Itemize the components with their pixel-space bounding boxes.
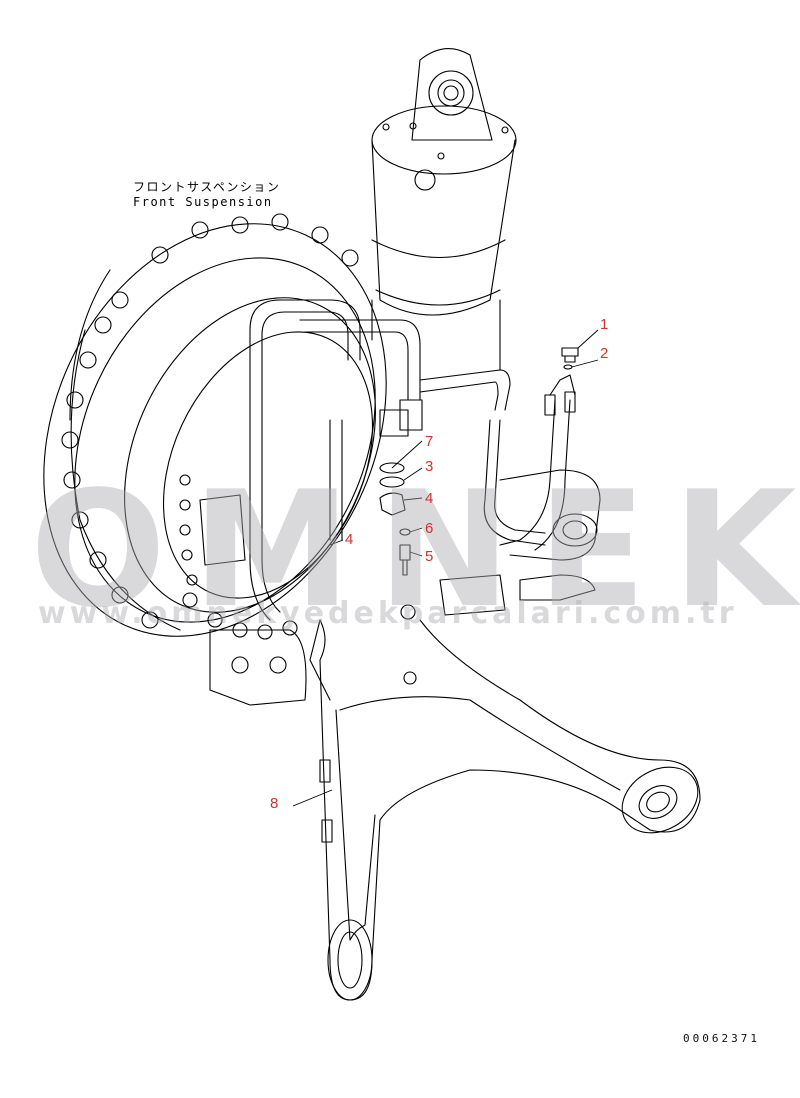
callout-7: 7 [425,433,434,450]
brake-tubes [249,299,576,621]
callout-8: 8 [270,795,279,812]
clamp [379,492,406,516]
caption-japanese: フロントサスペンション [133,180,281,194]
callout-6: 6 [425,520,434,537]
document-id: 00062371 [683,1032,760,1045]
callout-1: 1 [600,316,609,333]
watermark-brand: OMNEK [30,456,800,643]
callout-5: 5 [425,548,434,565]
brake-caliper [199,494,307,706]
callout-4: 4 [425,490,434,507]
upper-mount [400,469,601,685]
callout-3: 3 [425,458,434,475]
hub-studs [61,213,359,640]
washer [563,364,573,370]
leader-lines [292,329,599,807]
bolt [561,347,579,363]
caption-english: Front Suspension [133,195,273,209]
exploded-parts [379,347,579,576]
wheel-hub [43,223,387,637]
suspension-cylinder [371,48,517,371]
callout-4-secondary: 4 [345,531,354,548]
watermark-url: www.omnekyedekparcalari.com.tr [38,596,738,631]
suspension-arm [309,619,701,1001]
o-ring [379,462,405,474]
callout-2: 2 [600,345,609,362]
